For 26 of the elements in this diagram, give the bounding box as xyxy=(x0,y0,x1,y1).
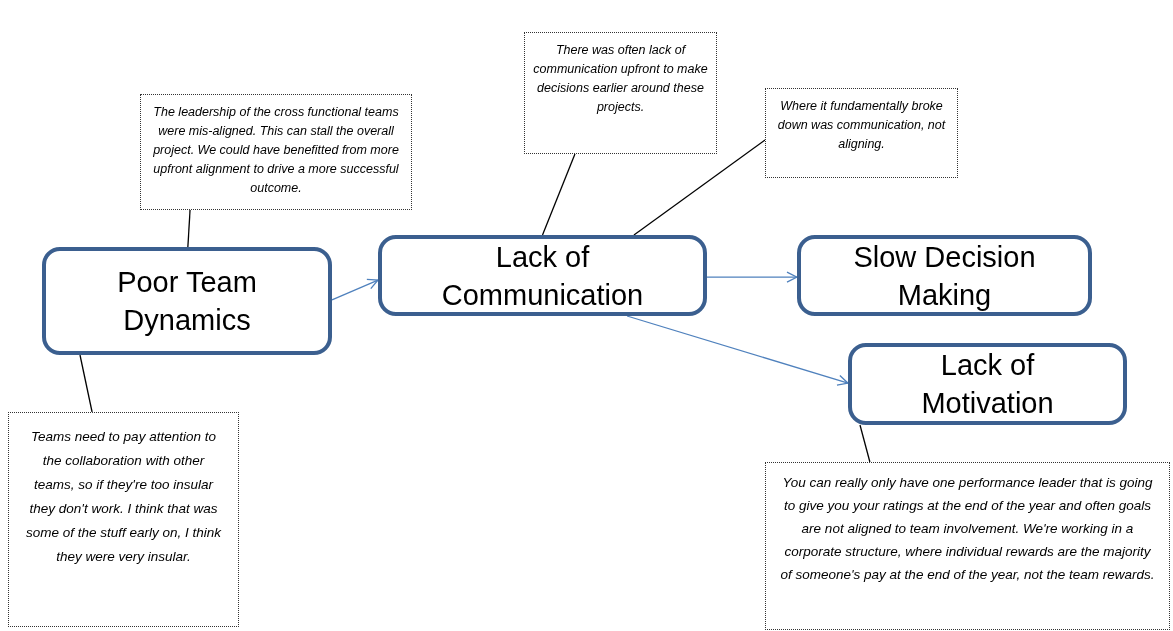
quote-text: Where it fundamentally broke down was communication, not aligning. xyxy=(776,98,947,153)
rounded-box xyxy=(797,235,1092,316)
box-title: Lack of Communication xyxy=(440,239,645,313)
leader-line xyxy=(541,153,576,236)
leader-line xyxy=(79,354,93,413)
callout-note xyxy=(8,412,239,627)
arrow xyxy=(626,315,849,386)
leader-line xyxy=(187,209,191,248)
leader-line xyxy=(633,139,766,236)
arrow xyxy=(331,278,379,301)
box-title: Lack of Motivation xyxy=(920,348,1055,421)
box-title: Poor Team Dynamics xyxy=(116,265,258,338)
callout-note xyxy=(765,462,1170,630)
quote-text: You can really only have one performance leader that is going to give you your ratings at the end of the year and often goals are not aligned to team involvement. We're working in a corporate structure, where individual rewards are the majority of someone's pay at the end of the year, not the team rewards. xyxy=(779,474,1156,584)
arrow xyxy=(706,271,798,283)
quote-text: Teams need to pay attention to the collaboration with other teams, so if they're too insular they don't work. I think that was some of the stuff early on, I think they were very insular. xyxy=(25,428,222,566)
rounded-box xyxy=(848,343,1127,425)
quote-text: There was often lack of communication upfront to make decisions earlier around these projects. xyxy=(533,42,708,116)
leader-line xyxy=(859,424,871,463)
box-title: Slow Decision Making xyxy=(852,239,1037,313)
rounded-box xyxy=(42,247,332,355)
callout-note xyxy=(140,94,412,210)
rounded-box xyxy=(378,235,707,316)
callout-note xyxy=(765,88,958,178)
callout-note xyxy=(524,32,717,154)
quote-text: The leadership of the cross functional teams were mis-aligned. This can stall the overall project. We could have benefitted from more upfront alignment to drive a more successful outcome. xyxy=(152,104,400,197)
